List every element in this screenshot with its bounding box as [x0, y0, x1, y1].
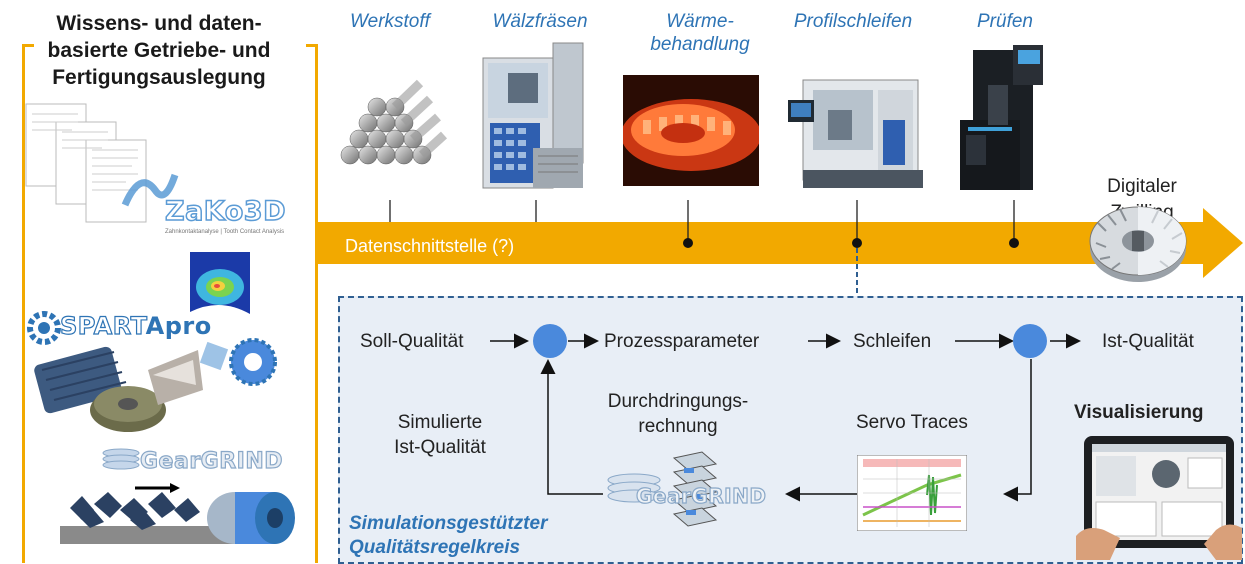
zako3d-subtitle: Zahnkontaktanalyse | Tooth Contact Analy…: [165, 229, 285, 235]
profile-grinding-machine-image: [788, 79, 923, 188]
title-line-1: Wissens- und daten-: [56, 12, 262, 35]
sum-node-left: [533, 324, 567, 358]
spartapro-logo: SPARTApro: [59, 311, 212, 340]
geargrind-logo: GearGRIND: [139, 448, 284, 474]
penetration-calculation-label: Durchdringungs- rechnung: [598, 389, 758, 439]
spartapro-logo-part2: Apro: [145, 312, 212, 340]
geargrind-simulation-image: [607, 451, 718, 527]
fem-simulation-image: [190, 252, 250, 327]
steel-bars-image: [340, 79, 448, 165]
left-panel-title: Wissens- und daten- basierte Getriebe- u…: [0, 10, 318, 91]
control-loop-title: Simulationsgestützter Qualitätsregelkrei…: [349, 512, 547, 560]
control-loop-title-line1: Simulationsgestützter: [349, 513, 548, 534]
digital-twin-line1: Digitaler: [1107, 176, 1177, 197]
spartapro-logo-part1: SPART: [59, 311, 146, 340]
process-flow-arrow: [318, 200, 1243, 296]
servo-traces-label: Servo Traces: [856, 412, 968, 433]
geargrind-loop-logo: GearGRIND: [635, 483, 767, 508]
geargrind-disc-icon: [102, 448, 140, 470]
title-line-2: basierte Getriebe- und: [47, 39, 271, 62]
visualization-label: Visualisierung: [1074, 402, 1204, 423]
report-documents-image: [25, 103, 147, 223]
soll-quality-label: Soll-Qualität: [360, 331, 464, 352]
spartapro-gear-icon: [27, 311, 61, 345]
process-parameters-label: Prozessparameter: [604, 331, 760, 352]
data-interface-label: Datenschnittstelle (?): [345, 236, 515, 256]
stage-label-waerme-line2: behandlung: [650, 34, 750, 55]
heat-treatment-image: [623, 75, 759, 186]
zako3d-logo: ZaKo3D: [164, 195, 286, 228]
simulated-quality-line2: Ist-Qualität: [394, 437, 486, 458]
stage-label-werkstoff: Werkstoff: [350, 11, 430, 32]
hobbing-machine-image: [482, 42, 584, 189]
gear-models-image: [34, 338, 277, 432]
bracket-corner-right: [306, 44, 318, 47]
stage-label-waerme-line1: Wärme-: [666, 11, 734, 32]
control-loop-connectors: [490, 333, 1081, 502]
title-line-3: Fertigungsauslegung: [52, 66, 266, 89]
penetration-calculation-line1: Durchdringungs-: [607, 391, 749, 412]
penetration-calculation-line2: rechnung: [638, 416, 718, 437]
tablet-visualization-image: [1076, 436, 1242, 560]
gear-inspection-machine-image: [960, 45, 1043, 190]
zako3d-swirl-icon: [121, 173, 179, 207]
sum-node-right: [1013, 324, 1047, 358]
left-panel-bracket: [22, 44, 318, 563]
control-loop-title-line2: Qualitätsregelkreis: [349, 537, 521, 558]
grinding-simulation-image: [60, 483, 295, 544]
stage-label-profilschleifen: Profilschleifen: [793, 11, 913, 32]
stage-label-waelzfraesen: Wälzfräsen: [492, 11, 588, 32]
simulated-quality-label: Simulierte Ist-Qualität: [380, 410, 500, 460]
bracket-corner-left: [22, 44, 34, 47]
servo-traces-chart-image: [857, 455, 967, 531]
grinding-label: Schleifen: [853, 331, 932, 352]
digital-twin-gear-image: [1089, 206, 1187, 282]
actual-quality-label: Ist-Qualität: [1102, 331, 1194, 352]
stage-label-waermebehandlung: Wärme- behandlung: [630, 10, 770, 56]
simulated-quality-line1: Simulierte: [397, 412, 483, 433]
stage-label-pruefen: Prüfen: [977, 11, 1033, 32]
